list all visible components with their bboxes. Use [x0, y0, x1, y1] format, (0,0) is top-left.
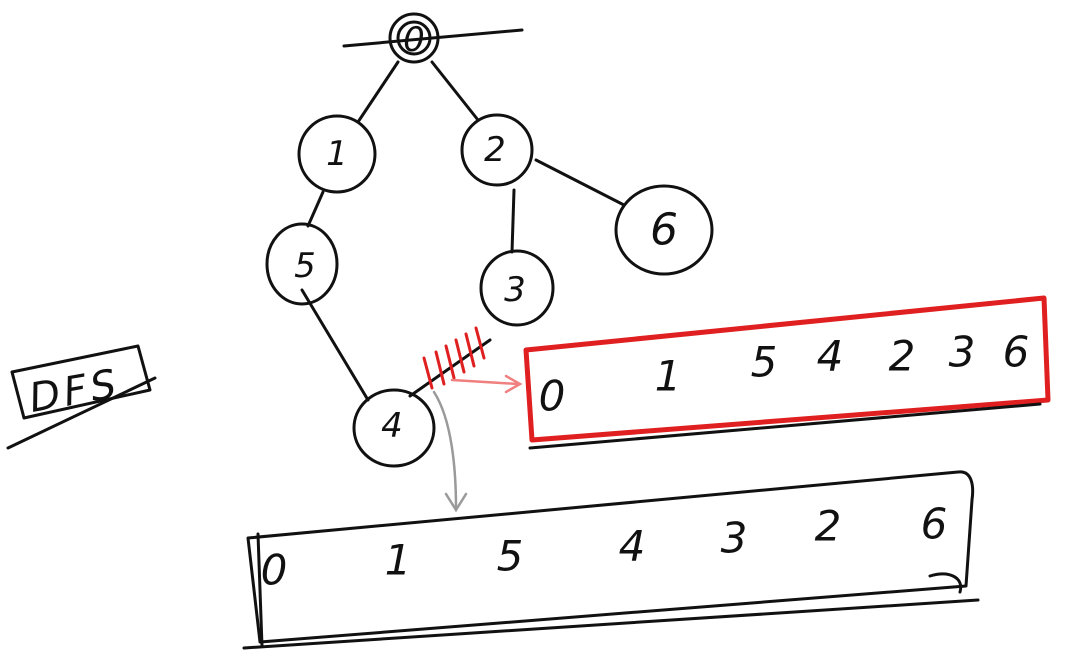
node-5: 5 [265, 222, 339, 306]
node-6: 6 [614, 184, 714, 276]
red-arrow [450, 374, 523, 394]
bottom-sequence-box: 0 1 5 4 3 2 6 [242, 470, 980, 650]
node-4-label: 4 [381, 406, 403, 446]
bottom-sequence-values: 0 1 5 4 3 2 6 [261, 500, 948, 595]
bottom-seq-value-5: 2 [815, 502, 842, 551]
node-3: 3 [479, 249, 555, 327]
gray-arrow [432, 390, 468, 513]
node-3-label: 3 [504, 270, 526, 310]
red-seq-value-2: 5 [751, 338, 778, 387]
bottom-seq-value-0: 0 [261, 546, 288, 595]
dfs-label-box: DFS [6, 344, 157, 450]
node-0-label: 0 [403, 20, 425, 60]
edge-5-4 [300, 288, 370, 402]
bottom-seq-value-6: 6 [921, 500, 948, 549]
red-seq-value-4: 2 [889, 332, 916, 381]
bottom-seq-value-4: 3 [721, 514, 748, 563]
bottom-seq-value-1: 1 [385, 536, 412, 585]
node-0: 0 [388, 12, 440, 64]
tree-edges [300, 28, 626, 402]
node-4: 4 [352, 388, 436, 468]
edge-2-6 [534, 158, 626, 207]
node-2: 2 [460, 113, 534, 187]
node-1: 1 [297, 114, 377, 194]
tree-nodes: 0 1 2 5 3 6 4 [265, 12, 714, 468]
red-seq-value-0: 0 [539, 372, 566, 421]
node-6-label: 6 [650, 205, 678, 256]
dfs-label: DFS [26, 361, 124, 422]
edge-0-2 [430, 60, 480, 122]
node-1-label: 1 [326, 134, 348, 174]
edge-2-3 [510, 188, 516, 254]
edge-1-5 [306, 190, 325, 228]
red-seq-value-5: 3 [949, 328, 976, 377]
red-seq-value-6: 6 [1003, 328, 1030, 377]
node-5-label: 5 [294, 246, 316, 286]
cut-marks [422, 326, 486, 390]
edge-0-1 [356, 60, 400, 124]
strike-line [342, 28, 524, 48]
node-2-label: 2 [484, 130, 506, 170]
red-seq-value-1: 1 [655, 352, 682, 401]
bottom-seq-value-2: 5 [497, 532, 524, 581]
bottom-seq-value-3: 4 [619, 522, 646, 571]
red-seq-value-3: 4 [817, 332, 844, 381]
